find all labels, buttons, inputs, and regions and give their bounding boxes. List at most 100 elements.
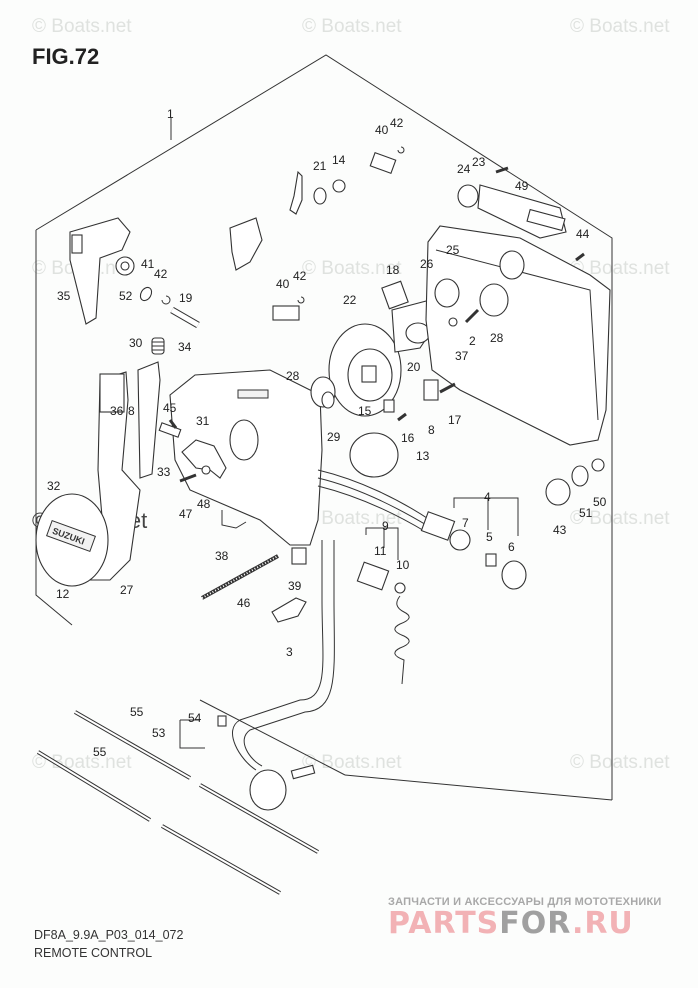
callout-36: 36 bbox=[110, 404, 124, 418]
callout-50: 50 bbox=[593, 495, 607, 509]
callout-48: 48 bbox=[197, 497, 211, 511]
callout-16: 16 bbox=[401, 431, 415, 445]
plate-3 bbox=[271, 597, 307, 623]
callout-47: 47 bbox=[179, 507, 193, 521]
callout-42-mid: 42 bbox=[293, 269, 307, 283]
callout-25: 25 bbox=[446, 243, 460, 257]
callout-42-left: 42 bbox=[154, 267, 168, 281]
assembly-outline-left bbox=[35, 230, 73, 626]
gear-square bbox=[361, 365, 377, 383]
assembly-outline-top bbox=[35, 54, 613, 800]
callout-17: 17 bbox=[448, 413, 462, 427]
callout-55-lower: 55 bbox=[93, 745, 107, 759]
callout-46: 46 bbox=[237, 596, 251, 610]
side-cover bbox=[425, 225, 611, 446]
callout-3: 3 bbox=[286, 645, 293, 659]
callout-27: 27 bbox=[120, 583, 134, 597]
lever-pad bbox=[526, 208, 566, 232]
watermark: © Boats.net bbox=[302, 16, 402, 37]
callout-15: 15 bbox=[358, 404, 372, 418]
callout-43: 43 bbox=[553, 523, 567, 537]
cushion-43 bbox=[545, 478, 571, 506]
washer-14 bbox=[332, 179, 346, 193]
callout-52: 52 bbox=[119, 289, 133, 303]
shaft-18 bbox=[381, 280, 409, 310]
assembly-outline-bottom-left bbox=[199, 699, 346, 776]
callout-31: 31 bbox=[196, 414, 210, 428]
callout-38: 38 bbox=[215, 549, 229, 563]
housing-bore bbox=[229, 419, 259, 461]
callout-4: 4 bbox=[484, 490, 491, 504]
screw-46 bbox=[201, 554, 279, 600]
screw-47 bbox=[179, 473, 197, 483]
callout-7: 7 bbox=[462, 516, 469, 530]
callout-13: 13 bbox=[416, 449, 430, 463]
seal-24 bbox=[457, 184, 479, 208]
callout-37: 37 bbox=[455, 349, 469, 363]
callout-53: 53 bbox=[152, 726, 166, 740]
watermark: © Boats.net bbox=[302, 752, 402, 773]
watermark: © Boats.net bbox=[302, 508, 402, 529]
callout-45: 45 bbox=[163, 401, 177, 415]
callout-54: 54 bbox=[188, 711, 202, 725]
brand-logo: PARTSFOR.RU bbox=[388, 906, 688, 941]
callout-40-mid: 40 bbox=[276, 277, 290, 291]
bracket-4 bbox=[453, 497, 519, 536]
switch-8 bbox=[423, 379, 439, 401]
handle-slot bbox=[71, 234, 83, 254]
callout-41: 41 bbox=[141, 257, 155, 271]
callout-1: 1 bbox=[167, 107, 174, 121]
callout-39: 39 bbox=[288, 579, 302, 593]
bolt-2 bbox=[464, 308, 480, 324]
callout-35: 35 bbox=[57, 289, 71, 303]
clip-42 bbox=[397, 146, 405, 154]
washer-hole bbox=[120, 261, 130, 271]
plate-33 bbox=[158, 422, 182, 438]
callout-44: 44 bbox=[576, 227, 590, 241]
watermark: © Boats.net bbox=[570, 752, 670, 773]
clip-10 bbox=[394, 582, 406, 594]
callout-23: 23 bbox=[472, 155, 486, 169]
neutral-lever-part bbox=[137, 361, 161, 479]
screw-16 bbox=[397, 412, 407, 422]
callout-14: 14 bbox=[332, 153, 346, 167]
washer-48 bbox=[201, 465, 211, 475]
callout-34: 34 bbox=[178, 340, 192, 354]
cover-boss bbox=[479, 283, 509, 317]
clip-42-lower bbox=[297, 296, 305, 304]
callout-9: 9 bbox=[382, 519, 389, 533]
washer-51 bbox=[571, 465, 589, 487]
callout-12: 12 bbox=[56, 587, 70, 601]
bushing-21 bbox=[313, 187, 327, 205]
callout-19: 19 bbox=[179, 291, 193, 305]
watermark: © Boats.net bbox=[570, 16, 670, 37]
callout-11: 11 bbox=[374, 544, 387, 558]
callout-2: 2 bbox=[469, 334, 476, 348]
stop-switch-11 bbox=[356, 561, 390, 591]
lever-grip bbox=[99, 373, 125, 413]
main-harness bbox=[232, 540, 324, 771]
partsfor-brand: ЗАПЧАСТИ И АКСЕССУАРЫ ДЛЯ МОТОТЕХНИКИ PA… bbox=[388, 896, 688, 941]
callout-21: 21 bbox=[313, 159, 327, 173]
callout-32: 32 bbox=[47, 479, 61, 493]
callout-49: 49 bbox=[515, 179, 529, 193]
callout-30: 30 bbox=[129, 336, 143, 350]
wire-harness bbox=[317, 469, 431, 521]
callout-18: 18 bbox=[386, 263, 400, 277]
fuse-54 bbox=[217, 715, 227, 727]
brand-logo-part3: .RU bbox=[571, 906, 634, 941]
handle-part bbox=[69, 217, 131, 325]
figure-code: DF8A_9.9A_P03_014_072 bbox=[34, 928, 184, 942]
callout-55-upper: 55 bbox=[130, 705, 144, 719]
main-switch-7 bbox=[420, 511, 456, 541]
cap-6 bbox=[501, 560, 527, 590]
bolt-45 bbox=[168, 419, 178, 429]
cam-part bbox=[181, 439, 227, 479]
callout-26: 26 bbox=[420, 257, 434, 271]
brand-logo-part1: PARTS bbox=[388, 906, 500, 941]
clip-15 bbox=[383, 399, 395, 413]
callout-5: 5 bbox=[486, 530, 493, 544]
callout-10: 10 bbox=[396, 558, 410, 572]
callout-51: 51 bbox=[579, 506, 593, 520]
